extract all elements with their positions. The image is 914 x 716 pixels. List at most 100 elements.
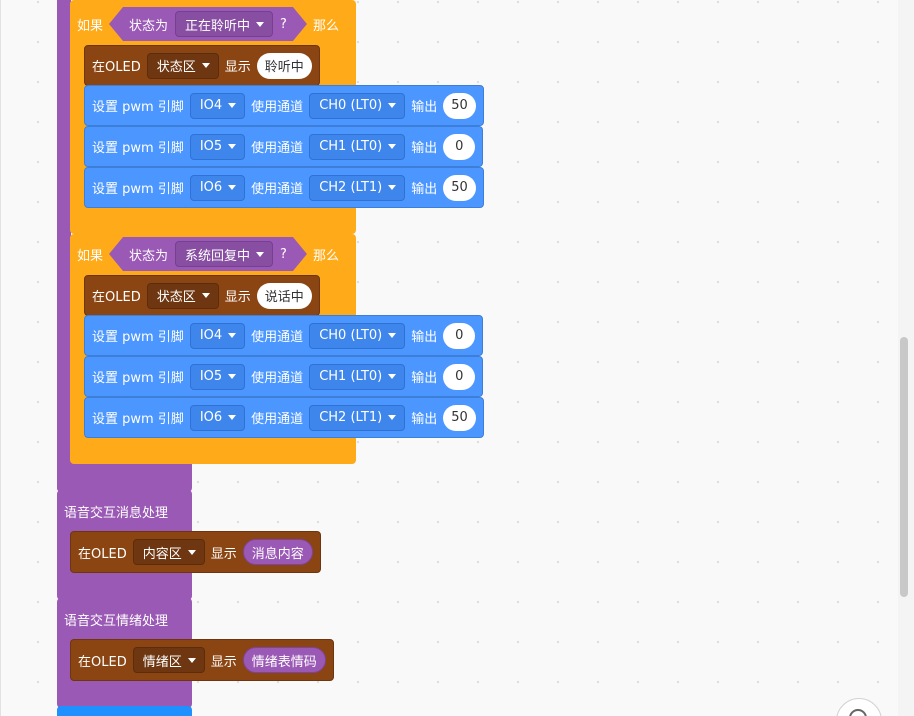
oled-text-input[interactable]: 聆听中 <box>256 52 312 79</box>
pin-dropdown[interactable]: IO6 <box>189 174 246 201</box>
channel-label: 使用通道 <box>251 412 304 427</box>
pwm-label: 设置 pwm 引脚 <box>92 330 184 345</box>
chevron-down-icon <box>388 185 397 190</box>
chevron-down-icon <box>201 63 210 68</box>
channel-dropdown[interactable]: CH2 (LT1) <box>309 404 406 431</box>
chevron-down-icon <box>256 22 264 27</box>
question-mark: ? <box>280 246 287 262</box>
pin-dropdown[interactable]: IO4 <box>189 92 246 119</box>
channel-dropdown[interactable]: CH1 (LT0) <box>309 133 406 160</box>
oled-prefix: 在OLED <box>78 654 127 670</box>
oled-text-input[interactable]: 说话中 <box>256 282 312 309</box>
pwm-block[interactable]: 设置 pwm 引脚 IO5 使用通道 CH1 (LT0) 输出 0 <box>84 126 484 167</box>
pwm-block[interactable]: 设置 pwm 引脚 IO6 使用通道 CH2 (LT1) 输出 50 <box>84 167 484 208</box>
show-label: 显示 <box>210 654 237 670</box>
pwm-label: 设置 pwm 引脚 <box>92 412 184 427</box>
event-block-footer[interactable] <box>57 462 192 492</box>
condition-label: 状态为 <box>129 248 169 264</box>
show-label: 显示 <box>224 60 251 75</box>
chevron-down-icon <box>228 415 237 420</box>
channel-label: 使用通道 <box>251 141 304 156</box>
channel-dropdown[interactable]: CH0 (LT0) <box>309 92 406 119</box>
oled-display-block[interactable]: 在OLED 状态区 显示 聆听中 <box>84 45 320 86</box>
pwm-block[interactable]: 设置 pwm 引脚 IO6 使用通道 CH2 (LT1) 输出 50 <box>84 397 484 438</box>
chevron-down-icon <box>187 657 196 663</box>
pwm-block[interactable]: 设置 pwm 引脚 IO5 使用通道 CH1 (LT0) 输出 0 <box>84 356 484 397</box>
oled-area-dropdown[interactable]: 状态区 <box>146 282 219 309</box>
question-mark: ? <box>280 16 287 32</box>
oled-display-block[interactable]: 在OLED 情绪区 显示 情绪表情码 <box>70 639 334 681</box>
oled-area-dropdown[interactable]: 内容区 <box>132 539 205 565</box>
chevron-down-icon <box>228 333 237 338</box>
chevron-down-icon <box>388 415 397 420</box>
chevron-down-icon <box>388 374 397 379</box>
message-content-reporter[interactable]: 消息内容 <box>242 539 313 565</box>
output-value-input[interactable]: 50 <box>443 404 476 431</box>
chevron-down-icon <box>228 185 237 190</box>
channel-label: 使用通道 <box>251 182 304 197</box>
pwm-label: 设置 pwm 引脚 <box>92 371 184 386</box>
emotion-code-reporter[interactable]: 情绪表情码 <box>242 647 326 673</box>
oled-prefix: 在OLED <box>78 546 127 562</box>
event-block-container[interactable] <box>57 0 71 492</box>
message-handler-title: 语音交互消息处理 <box>64 506 169 521</box>
if-block-1-arm <box>70 44 84 204</box>
chevron-down-icon <box>187 549 196 555</box>
pin-dropdown[interactable]: IO5 <box>189 363 246 390</box>
chevron-down-icon <box>228 374 237 379</box>
show-label: 显示 <box>210 546 237 562</box>
pin-dropdown[interactable]: IO6 <box>189 404 246 431</box>
pin-dropdown[interactable]: IO5 <box>189 133 246 160</box>
oled-display-block[interactable]: 在OLED 内容区 显示 消息内容 <box>70 531 321 573</box>
state-dropdown[interactable]: 系统回复中 <box>175 241 273 267</box>
pwm-block[interactable]: 设置 pwm 引脚 IO4 使用通道 CH0 (LT0) 输出 0 <box>84 315 484 356</box>
channel-label: 使用通道 <box>251 100 304 115</box>
channel-label: 使用通道 <box>251 371 304 386</box>
condition-label: 状态为 <box>129 18 169 34</box>
oled-display-block[interactable]: 在OLED 状态区 显示 说话中 <box>84 275 320 316</box>
oled-prefix: 在OLED <box>92 290 141 305</box>
output-label: 输出 <box>411 182 438 197</box>
state-condition[interactable]: 状态为 系统回复中 ? <box>109 237 307 271</box>
pin-dropdown[interactable]: IO4 <box>189 322 246 349</box>
output-value-input[interactable]: 50 <box>443 174 476 201</box>
if-label: 如果 <box>77 18 104 34</box>
if-label: 如果 <box>77 248 104 264</box>
output-label: 输出 <box>411 412 438 427</box>
channel-dropdown[interactable]: CH1 (LT0) <box>309 363 406 390</box>
vertical-scrollbar-thumb[interactable] <box>900 337 908 597</box>
channel-dropdown[interactable]: CH2 (LT1) <box>309 174 406 201</box>
if-block-2-header[interactable]: 如果 状态为 系统回复中 ? 那么 <box>70 234 339 274</box>
then-label: 那么 <box>312 248 339 264</box>
output-label: 输出 <box>411 371 438 386</box>
output-value-input[interactable]: 0 <box>443 363 476 390</box>
output-label: 输出 <box>411 100 438 115</box>
state-dropdown[interactable]: 正在聆听中 <box>175 11 273 37</box>
channel-dropdown[interactable]: CH0 (LT0) <box>309 322 406 349</box>
output-value-input[interactable]: 0 <box>443 322 476 349</box>
chevron-down-icon <box>388 333 397 338</box>
chevron-down-icon <box>228 144 237 149</box>
channel-label: 使用通道 <box>251 330 304 345</box>
zoom-in-button[interactable] <box>836 698 882 716</box>
output-label: 输出 <box>411 141 438 156</box>
output-value-input[interactable]: 50 <box>443 92 476 119</box>
pwm-label: 设置 pwm 引脚 <box>92 100 184 115</box>
emotion-handler-title: 语音交互情绪处理 <box>64 614 169 629</box>
chevron-down-icon <box>228 103 237 108</box>
output-label: 输出 <box>411 330 438 345</box>
oled-area-dropdown[interactable]: 情绪区 <box>132 647 205 673</box>
next-block-partial[interactable] <box>57 706 192 716</box>
pwm-block[interactable]: 设置 pwm 引脚 IO4 使用通道 CH0 (LT0) 输出 50 <box>84 85 484 126</box>
if-block-1-header[interactable]: 如果 状态为 正在聆听中 ? 那么 <box>70 4 339 44</box>
oled-area-dropdown[interactable]: 状态区 <box>146 52 219 79</box>
then-label: 那么 <box>312 18 339 34</box>
pwm-label: 设置 pwm 引脚 <box>92 141 184 156</box>
show-label: 显示 <box>224 290 251 305</box>
output-value-input[interactable]: 0 <box>443 133 476 160</box>
oled-prefix: 在OLED <box>92 60 141 75</box>
pwm-label: 设置 pwm 引脚 <box>92 182 184 197</box>
state-condition[interactable]: 状态为 正在聆听中 ? <box>109 7 307 41</box>
chevron-down-icon <box>201 293 210 298</box>
chevron-down-icon <box>256 252 264 257</box>
